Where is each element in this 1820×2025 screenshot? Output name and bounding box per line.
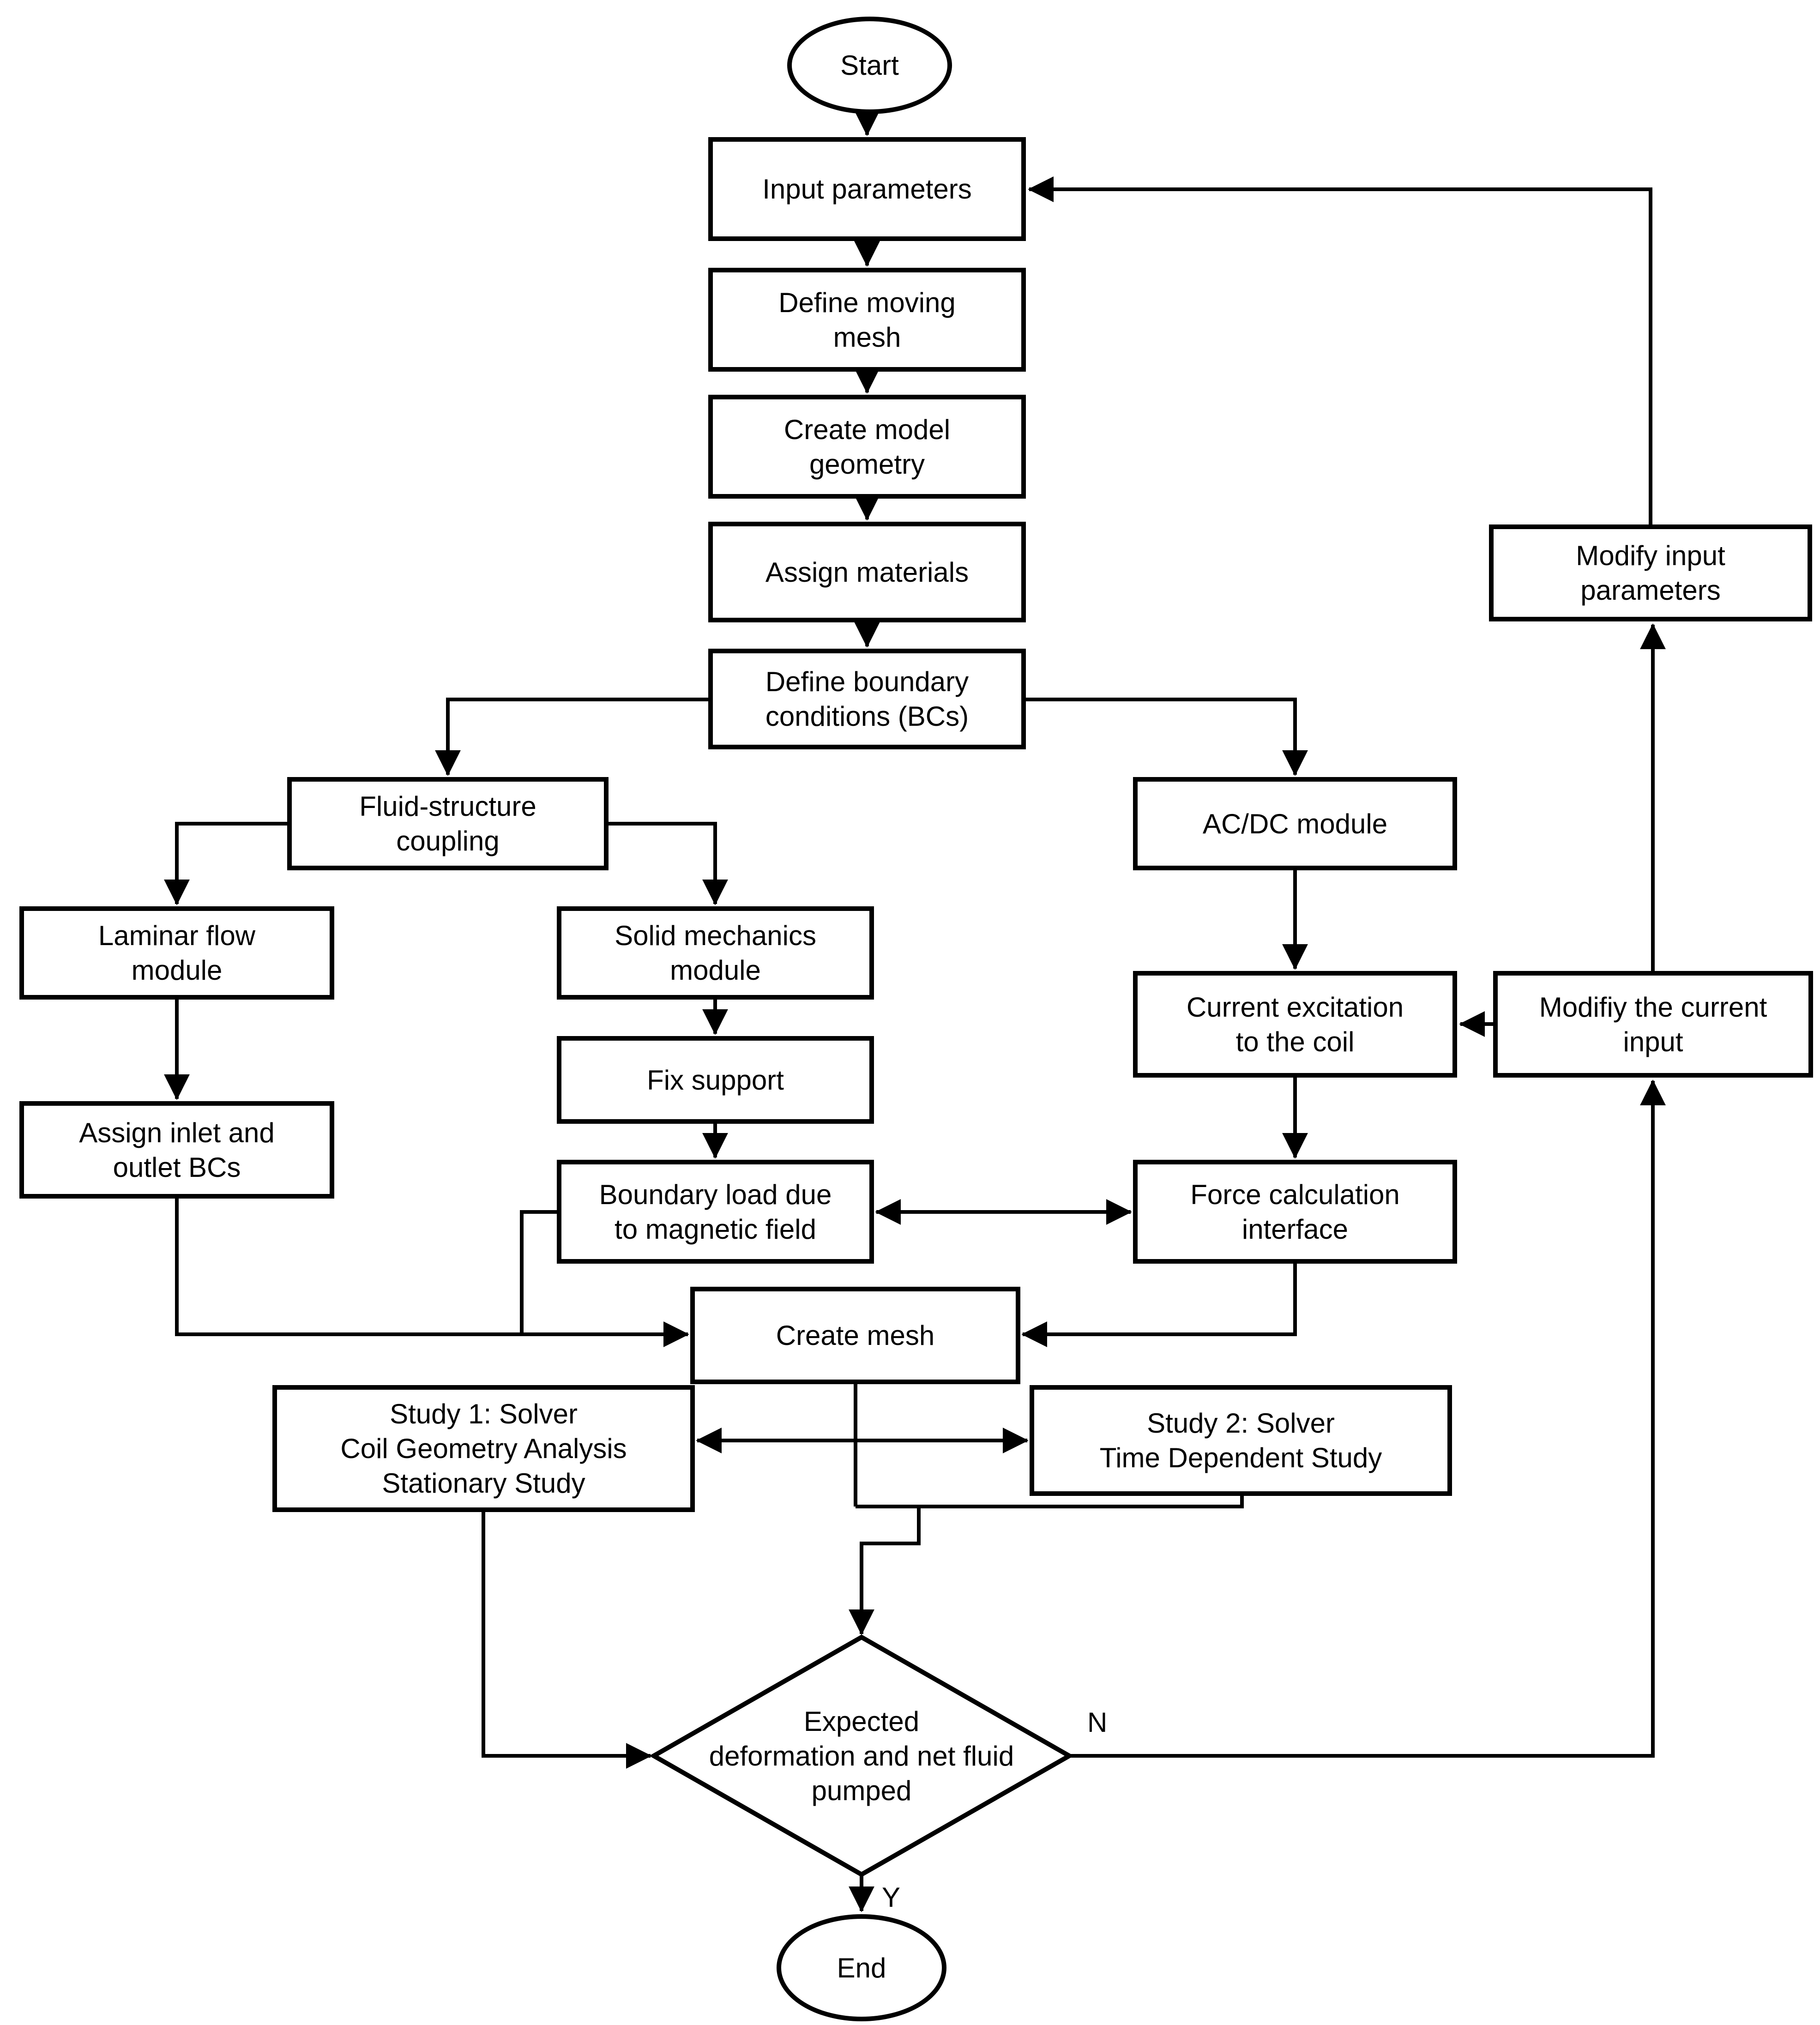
- edge-fluid-structure-to-laminar: [164, 822, 287, 905]
- assign-materials-label: Assign materials: [765, 556, 969, 588]
- node-boundary-load: Boundary load due to magnetic field: [557, 1160, 874, 1264]
- node-create-model-geometry: Create model geometry: [708, 395, 1026, 499]
- assign-inlet-outlet-label: Assign inlet and outlet BCs: [79, 1117, 275, 1183]
- node-end: End: [777, 1914, 946, 2021]
- input-parameters-label: Input parameters: [762, 174, 972, 205]
- modify-current-input-label: Modifiy the current input: [1539, 991, 1767, 1057]
- node-define-moving-mesh: Define moving mesh: [708, 268, 1026, 372]
- force-calculation-label: Force calculation interface: [1190, 1179, 1400, 1245]
- node-input-parameters: Input parameters: [708, 137, 1026, 241]
- laminar-flow-module-label: Laminar flow module: [98, 920, 256, 986]
- node-study2: Study 2: Solver Time Dependent Study: [1030, 1385, 1452, 1496]
- node-solid-mechanics-module: Solid mechanics module: [557, 906, 874, 1000]
- modify-input-parameters-label: Modify input parameters: [1576, 540, 1725, 606]
- node-fix-support: Fix support: [557, 1036, 874, 1124]
- node-modify-input-parameters: Modify input parameters: [1489, 524, 1812, 621]
- current-excitation-label: Current excitation to the coil: [1186, 991, 1404, 1057]
- node-acdc-module: AC/DC module: [1133, 777, 1457, 870]
- end-label: End: [837, 1952, 886, 1983]
- define-moving-mesh-label: Define moving mesh: [778, 287, 956, 353]
- acdc-module-label: AC/DC module: [1202, 808, 1388, 839]
- node-fluid-structure-coupling: Fluid-structure coupling: [287, 777, 609, 870]
- edge-fluid-structure-to-solid: [609, 822, 728, 905]
- node-force-calculation: Force calculation interface: [1133, 1160, 1457, 1264]
- edge-join-to-decision-top: [849, 1507, 921, 1635]
- node-study1: Study 1: Solver Coil Geometry Analysis S…: [272, 1385, 695, 1512]
- edge-bcs-to-acdc: [1026, 698, 1308, 776]
- node-current-excitation: Current excitation to the coil: [1133, 971, 1457, 1078]
- decision-diamond: [649, 1634, 1074, 1877]
- node-assign-materials: Assign materials: [708, 522, 1026, 622]
- decision-label: Expected deformation and net fluid pumpe…: [709, 1706, 1014, 1806]
- study1-label: Study 1: Solver Coil Geometry Analysis S…: [340, 1398, 627, 1499]
- edge-study2-down-join: [856, 1494, 1244, 1508]
- solid-mechanics-module-label: Solid mechanics module: [615, 920, 816, 986]
- node-create-mesh: Create mesh: [690, 1287, 1020, 1384]
- create-mesh-label: Create mesh: [776, 1320, 935, 1351]
- branch-label-yes: Y: [882, 1882, 901, 1913]
- edge-study1-to-decision-left: [482, 1510, 652, 1769]
- edge-bcs-to-fluid-structure: [435, 698, 708, 776]
- study2-label: Study 2: Solver Time Dependent Study: [1099, 1408, 1382, 1473]
- node-define-boundary-conditions: Define boundary conditions (BCs): [708, 649, 1026, 749]
- node-laminar-flow-module: Laminar flow module: [19, 906, 334, 1000]
- node-assign-inlet-outlet: Assign inlet and outlet BCs: [19, 1101, 334, 1199]
- edge-decision-no-to-modify-current: [1069, 1079, 1666, 1758]
- node-modify-current-input: Modifiy the current input: [1493, 971, 1813, 1078]
- edge-force-calc-to-create-mesh: [1021, 1264, 1297, 1347]
- create-model-geometry-label: Create model geometry: [783, 414, 951, 480]
- edge-boundary-load-join: [520, 1210, 557, 1334]
- define-boundary-conditions-label: Define boundary conditions (BCs): [765, 666, 969, 732]
- start-label: Start: [840, 50, 899, 81]
- fix-support-label: Fix support: [647, 1064, 784, 1096]
- fluid-structure-coupling-label: Fluid-structure coupling: [359, 791, 536, 856]
- node-start: Start: [787, 17, 952, 114]
- branch-label-no: N: [1087, 1707, 1108, 1738]
- edge-modify-input-to-input-parameters: [1028, 176, 1652, 524]
- edge-inlet-to-create-mesh: [175, 1199, 689, 1347]
- decision-label-wrap: Expected deformation and net fluid pumpe…: [631, 1699, 1092, 1813]
- boundary-load-label: Boundary load due to magnetic field: [599, 1179, 832, 1245]
